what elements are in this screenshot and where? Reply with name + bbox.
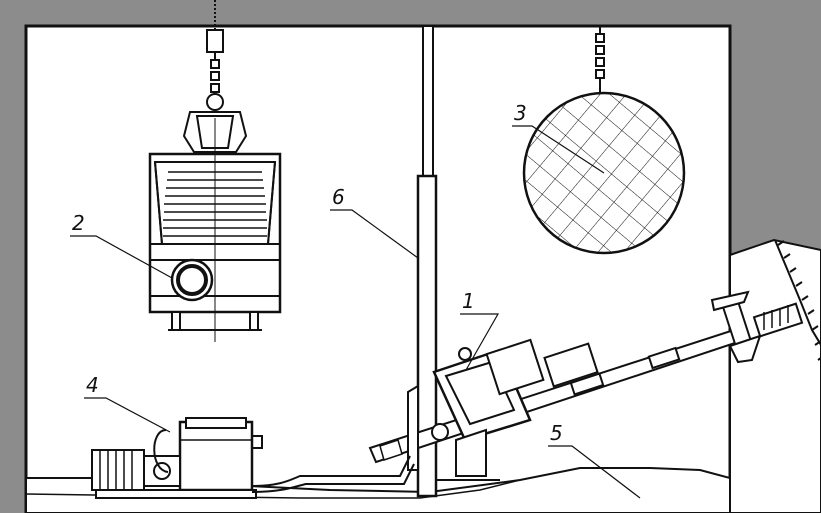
callout-4: 4 [86,373,99,397]
power-unit [91,417,415,499]
leader-2 [70,235,173,279]
leader-6 [330,209,419,259]
callout-2: 2 [72,211,85,235]
callout-3: 3 [514,101,527,125]
leader-3 [512,125,605,174]
hanging-cage [148,0,282,342]
leader-5 [548,445,641,499]
leader-4 [84,397,171,433]
leader-lines [70,125,641,499]
callout-5: 5 [550,421,563,445]
leader-1 [460,313,500,371]
callout-1: 1 [462,289,475,313]
tunnel-opening [729,238,821,513]
drilling-rig [368,290,804,481]
callout-6: 6 [332,185,345,209]
vertical-pipe [416,25,438,498]
